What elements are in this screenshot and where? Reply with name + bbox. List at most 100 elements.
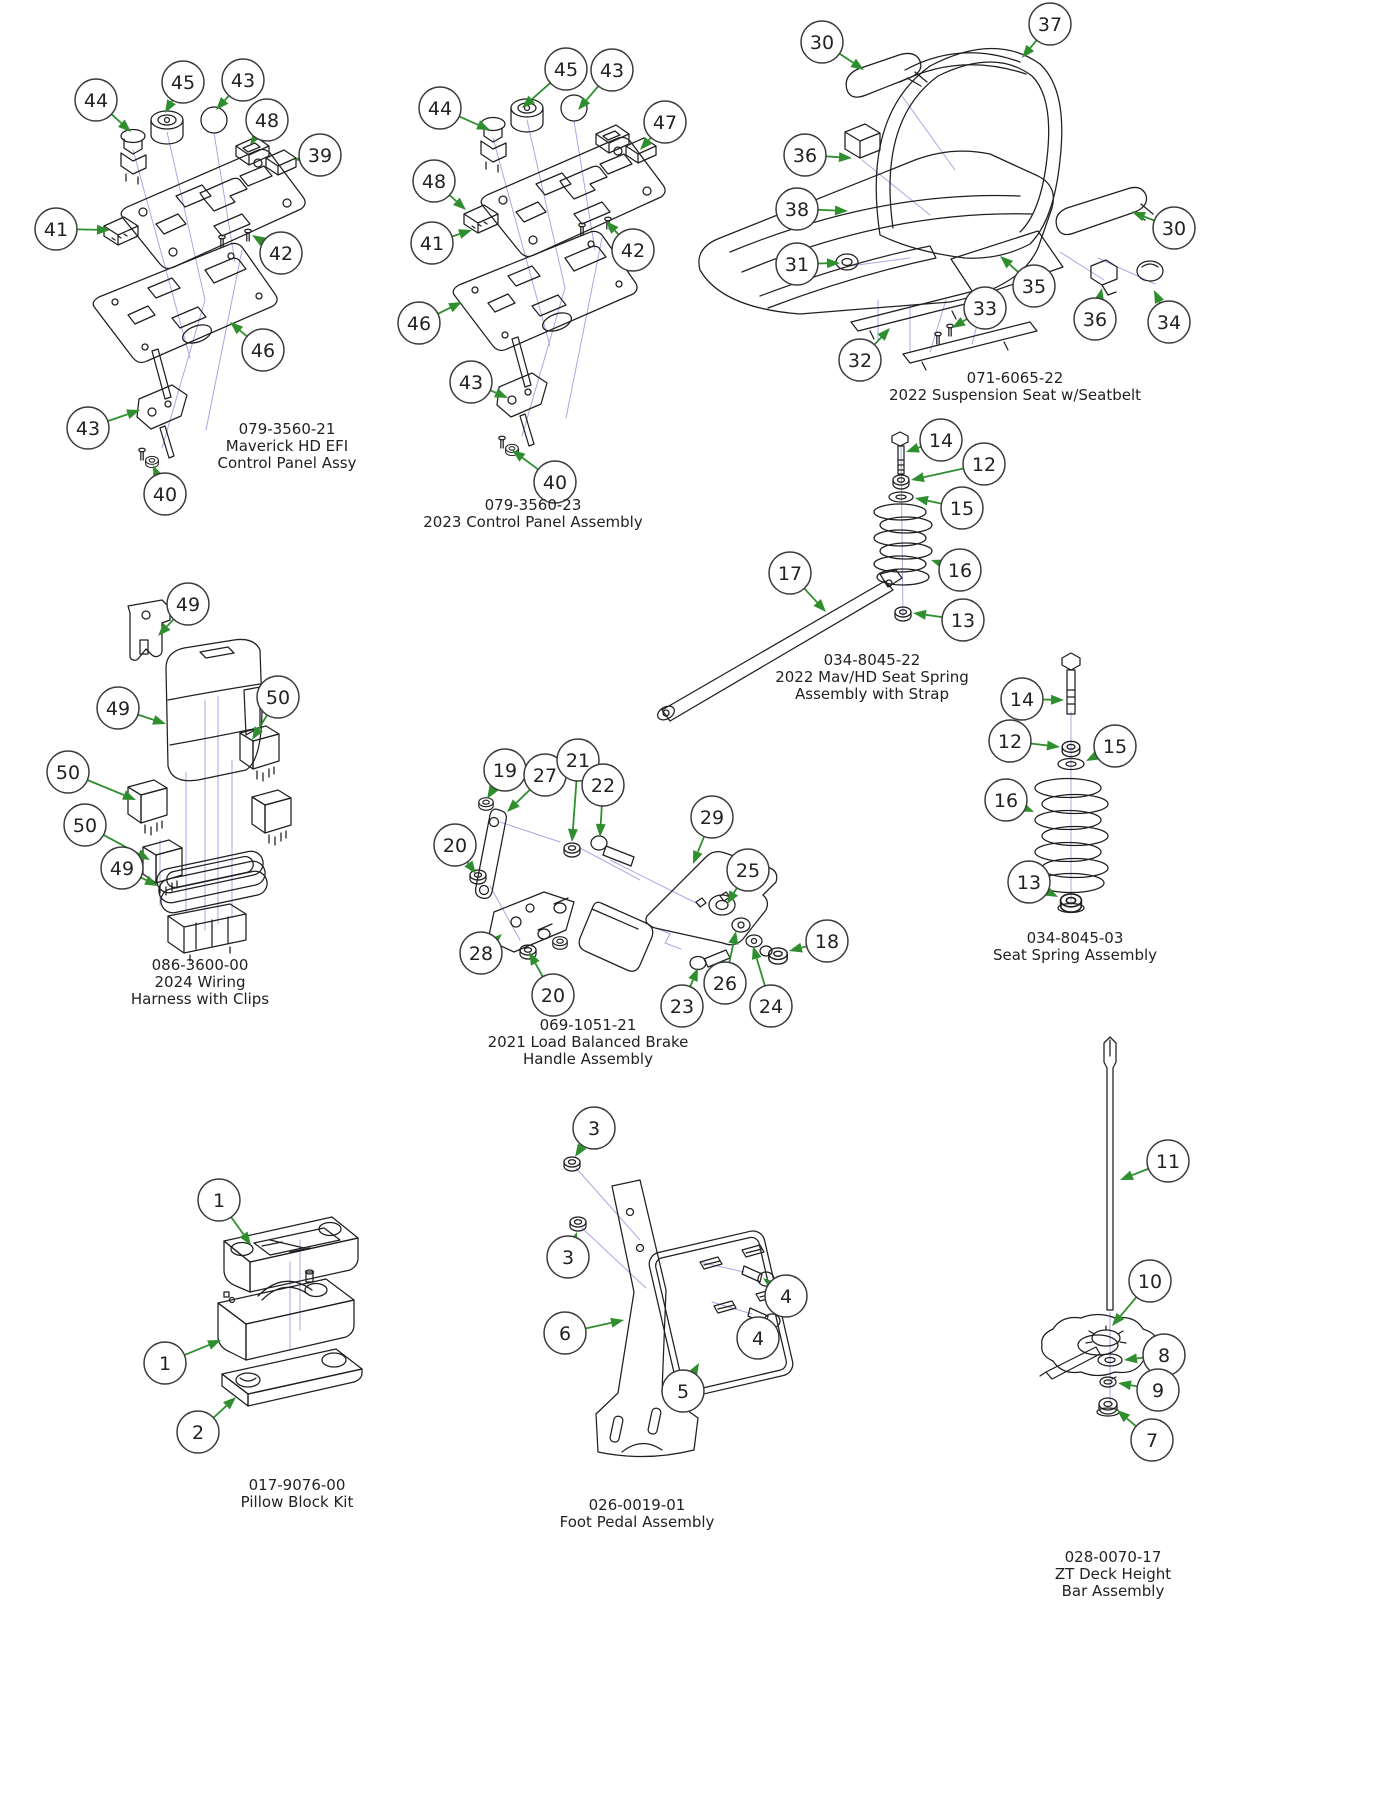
callout-number: 14 — [929, 430, 953, 452]
callout-number: 10 — [1138, 1271, 1162, 1293]
callout-number: 35 — [1022, 276, 1046, 298]
callout-number: 21 — [566, 750, 590, 772]
callout-number: 1 — [159, 1353, 171, 1375]
callout-balloon — [768, 551, 812, 595]
callout-1: 1 — [197, 1178, 251, 1245]
arrowhead-icon — [640, 136, 653, 150]
callout-25: 25 — [726, 848, 770, 904]
callout-number: 20 — [443, 835, 467, 857]
callout-14: 14 — [906, 418, 963, 462]
callout-balloon — [1146, 1139, 1190, 1183]
callout-number: 7 — [1146, 1430, 1158, 1452]
callout-number: 41 — [44, 219, 68, 241]
callout-balloon — [611, 228, 655, 272]
callout-balloon — [1128, 1259, 1172, 1303]
arrowhead-icon — [826, 258, 840, 269]
callout-number: 3 — [588, 1118, 600, 1140]
callout-11: 11 — [1120, 1139, 1190, 1183]
callout-number: 23 — [670, 996, 694, 1018]
arrowhead-icon — [152, 715, 166, 725]
callout-balloon — [533, 460, 577, 504]
callout-number: 44 — [428, 98, 452, 120]
callout-45: 45 — [522, 47, 588, 108]
arrowhead-icon — [838, 152, 852, 163]
callout-number: 25 — [736, 860, 760, 882]
callout-balloon — [66, 406, 110, 450]
arrowhead-icon — [1000, 256, 1014, 269]
callout-balloon — [660, 984, 704, 1028]
arrowhead-icon — [915, 495, 929, 506]
callout-number: 42 — [269, 243, 293, 265]
callout-balloon — [1028, 2, 1072, 46]
callout-balloon — [1000, 677, 1044, 721]
callout-balloon — [221, 58, 265, 102]
callout-number: 13 — [951, 610, 975, 632]
callout-39: 39 — [294, 133, 342, 177]
callout-balloon — [1136, 1368, 1180, 1412]
callout-number: 45 — [554, 59, 578, 81]
callout-balloon — [166, 582, 210, 626]
arrowhead-icon — [512, 450, 526, 462]
callout-29: 29 — [690, 795, 734, 864]
callout-balloon — [418, 86, 462, 130]
callout-balloon — [1007, 860, 1051, 904]
callout-number: 24 — [759, 996, 783, 1018]
callout-balloon — [940, 486, 984, 530]
callout-balloon — [544, 47, 588, 91]
callout-number: 6 — [559, 1323, 571, 1345]
callout-number: 2 — [192, 1422, 204, 1444]
arrowhead-icon — [911, 472, 925, 483]
callout-number: 37 — [1038, 14, 1062, 36]
callout-balloon — [1093, 724, 1137, 768]
callout-15: 15 — [1086, 724, 1137, 768]
arrowhead-icon — [606, 221, 619, 234]
callout-number: 19 — [493, 760, 517, 782]
callout-balloon — [572, 1106, 616, 1150]
callout-41: 41 — [34, 207, 110, 251]
arrowhead-icon — [688, 968, 698, 982]
callout-44: 44 — [74, 78, 131, 132]
callout-13: 13 — [913, 598, 985, 642]
arrowhead-icon — [813, 599, 826, 612]
callout-number: 15 — [950, 498, 974, 520]
callout-number: 11 — [1156, 1151, 1180, 1173]
callout-balloon — [412, 159, 456, 203]
callout-balloon — [34, 207, 78, 251]
callout-number: 16 — [994, 790, 1018, 812]
callout-balloon — [410, 221, 454, 265]
callout-number: 1 — [213, 1190, 225, 1212]
callout-balloon — [96, 686, 140, 730]
callout-4: 4 — [736, 1316, 780, 1360]
arrowhead-icon — [464, 860, 476, 874]
arrowhead-icon — [693, 850, 703, 864]
callout-number: 40 — [153, 484, 177, 506]
callout-balloon — [161, 60, 205, 104]
sketch-deck-height-bar — [1039, 1036, 1157, 1417]
callout-balloon — [63, 803, 107, 847]
callout-30: 30 — [1132, 206, 1196, 250]
callout-20: 20 — [433, 823, 477, 874]
callout-7: 7 — [1117, 1410, 1174, 1462]
callout-balloon — [661, 1369, 705, 1413]
sketch-brake-handle — [469, 797, 788, 972]
callout-49: 49 — [96, 686, 166, 730]
arrowhead-icon — [727, 890, 739, 904]
callout-balloon — [259, 231, 303, 275]
callout-number: 4 — [752, 1328, 764, 1350]
arrowhead-icon — [239, 1231, 251, 1245]
callout-balloon — [100, 846, 144, 890]
callout-number: 16 — [948, 560, 972, 582]
sketch-wiring-harness — [127, 599, 292, 962]
callout-balloon — [764, 1274, 808, 1318]
arrowhead-icon — [458, 229, 472, 239]
arrowhead-icon — [575, 1143, 587, 1157]
callout-number: 33 — [973, 298, 997, 320]
arrowhead-icon — [728, 931, 739, 945]
arrowhead-icon — [913, 609, 927, 620]
arrowhead-icon — [529, 952, 540, 966]
callout-number: 4 — [780, 1286, 792, 1308]
callout-balloon — [800, 20, 844, 64]
callout-number: 49 — [106, 698, 130, 720]
arrowhead-icon — [906, 443, 920, 453]
